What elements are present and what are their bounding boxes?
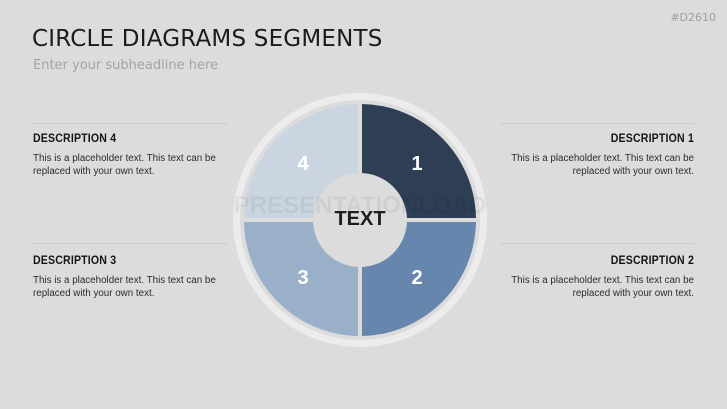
diagram-center-circle bbox=[313, 173, 407, 267]
separator-mid-left bbox=[33, 243, 228, 244]
separator-top-right bbox=[500, 123, 694, 124]
description-1: DESCRIPTION 1 This is a placeholder text… bbox=[494, 131, 694, 178]
separator-mid-right bbox=[500, 243, 694, 244]
description-3-title: DESCRIPTION 3 bbox=[33, 253, 117, 267]
watermark: PRESENTATIONLOAD bbox=[234, 192, 486, 219]
description-4-title: DESCRIPTION 4 bbox=[33, 131, 117, 145]
description-2: DESCRIPTION 2 This is a placeholder text… bbox=[494, 253, 694, 300]
description-2-title: DESCRIPTION 2 bbox=[610, 253, 694, 267]
description-1-title: DESCRIPTION 1 bbox=[610, 131, 694, 145]
slide-subtitle: Enter your subheadline here bbox=[33, 58, 218, 73]
segment-4-label: 4 bbox=[297, 153, 309, 175]
description-4-text: This is a placeholder text. This text ca… bbox=[33, 153, 216, 177]
description-3: DESCRIPTION 3 This is a placeholder text… bbox=[33, 253, 233, 300]
circle-diagram: 1 2 3 4 PRESENTATIONLOAD TEXT bbox=[233, 93, 487, 347]
slide-title: CIRCLE DIAGRAMS SEGMENTS bbox=[32, 26, 383, 52]
description-2-text: This is a placeholder text. This text ca… bbox=[511, 275, 694, 299]
description-1-text: This is a placeholder text. This text ca… bbox=[511, 153, 694, 177]
separator-top-left bbox=[33, 123, 228, 124]
center-text: TEXT bbox=[334, 208, 385, 230]
description-3-text: This is a placeholder text. This text ca… bbox=[33, 275, 216, 299]
segment-3-label: 3 bbox=[297, 267, 308, 289]
segment-2-label: 2 bbox=[411, 267, 422, 289]
description-4: DESCRIPTION 4 This is a placeholder text… bbox=[33, 131, 233, 178]
segment-1-label: 1 bbox=[411, 153, 422, 175]
slide-code: #D2610 bbox=[670, 11, 716, 24]
